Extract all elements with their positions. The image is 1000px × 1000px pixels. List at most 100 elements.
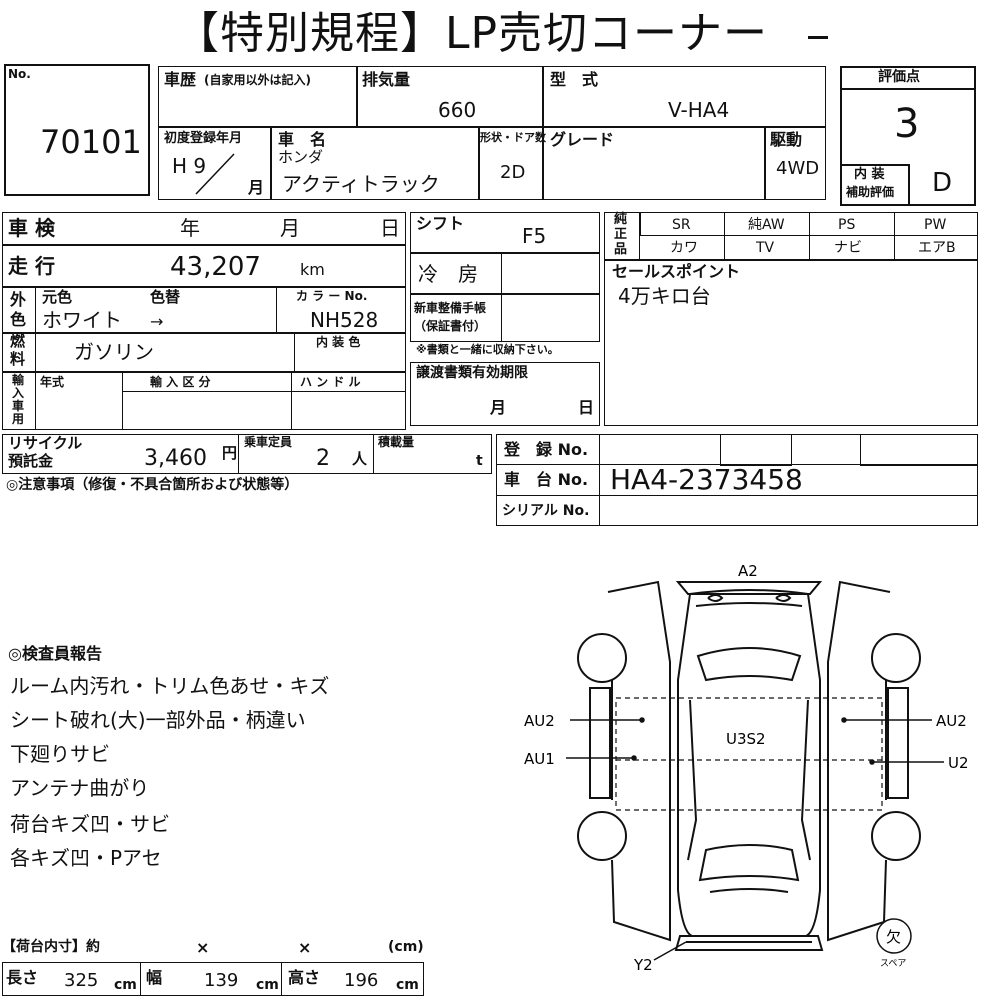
reg-label: 登 録 No.: [504, 440, 589, 459]
chassis-value: HA4-2373458: [610, 463, 803, 496]
import-class-label: 輸 入 区 分: [150, 375, 211, 389]
registration-row-2: [496, 464, 978, 496]
first-reg-month: 月: [248, 178, 265, 197]
transfer-cell: [410, 362, 600, 426]
warranty-label-2: （保証書付）: [414, 319, 487, 333]
number-box: [4, 64, 150, 196]
first-reg-label: 初度登録年月: [164, 131, 243, 146]
shaken-month: 月: [280, 216, 300, 240]
load-unit: t: [476, 453, 483, 469]
displacement-cell: [356, 66, 544, 128]
load-label: 積載量: [378, 435, 415, 449]
score-label: 評価点: [878, 69, 920, 85]
reg-sub-2: [860, 434, 978, 466]
history-cell: [158, 66, 358, 128]
sales-point-value: 4万キロ台: [618, 284, 711, 308]
no-label: No.: [8, 67, 31, 81]
import-side: [2, 372, 36, 430]
diagram-label-right-lower: U2: [948, 754, 969, 772]
equipment-side: [604, 212, 640, 260]
vehicle-diagram: A2 AU2 AU1 AU2 U2 U3S2 Y2 欠 スペア: [524, 562, 969, 974]
equipment-col-2: [724, 212, 810, 260]
history-label: 車歴: [164, 70, 197, 89]
aircon-label: 冷 房: [418, 262, 478, 286]
color-no-label: カ ラ ー No.: [296, 289, 368, 303]
equipment-col-4: [894, 212, 978, 260]
shape-label: 形状・ドア数: [480, 131, 546, 144]
equipment-name-1: SR: [672, 217, 691, 233]
shift-label: シフト: [416, 214, 465, 233]
inspector-title: ◎検査員報告: [8, 644, 102, 663]
displacement-value: 660: [438, 98, 477, 122]
score-value: 3: [894, 101, 920, 147]
fuel-side-1: 燃: [10, 332, 26, 350]
diagram-label-right-upper: AU2: [936, 712, 967, 730]
capacity-value: 2: [316, 446, 330, 471]
drive-label: 駆動: [770, 130, 803, 149]
car-name-cell: [270, 126, 480, 200]
fuel-value: ガソリン: [74, 340, 154, 364]
fuel-side: [2, 332, 36, 372]
shaken-day: 日: [380, 216, 400, 240]
chassis-label: 車 台 No.: [504, 470, 589, 489]
cargo-width-label: 幅: [146, 968, 163, 987]
interior-value: D: [932, 168, 953, 198]
equipment-value-4: エアB: [918, 240, 956, 256]
diagram-label-top: A2: [738, 562, 758, 580]
warranty-note: ※書類と一緒に収納下さい。: [416, 343, 559, 356]
shaken-year: 年: [180, 216, 200, 240]
fuel-side-2: 料: [10, 350, 26, 368]
handle-label: ハ ン ド ル: [300, 375, 361, 389]
sales-point-label: セールスポイント: [612, 262, 741, 281]
inspector-line-4: アンテナ曲がり: [10, 776, 150, 800]
cargo-width-value: 139: [204, 970, 239, 991]
warranty-label-cell: [410, 294, 502, 342]
cargo-length-label: 長さ: [6, 968, 39, 987]
inspector-line-1: ルーム内汚れ・トリム色あせ・キズ: [10, 674, 330, 698]
shaken-label: 車 検: [8, 216, 55, 240]
inspector-line-6: 各キズ凹・Pアセ: [10, 846, 162, 870]
grade-label: グレード: [550, 130, 615, 149]
capacity-label: 乗車定員: [244, 435, 293, 449]
interior-label-1: 内 装: [854, 167, 885, 182]
transfer-day: 日: [578, 398, 595, 417]
no-value: 70101: [40, 123, 142, 161]
recycle-value: 3,460: [144, 446, 207, 471]
color-change-label: 色替: [150, 288, 181, 306]
interior-label-2: 補助評価: [846, 185, 895, 199]
displacement-label: 排気量: [362, 70, 411, 89]
cargo-length-unit: cm: [114, 977, 137, 993]
grade-cell: [542, 126, 766, 200]
orig-color-label: 元色: [42, 288, 73, 306]
shaken-row: [2, 212, 406, 246]
cargo-title: 【荷台内寸】約: [2, 939, 100, 955]
transfer-label: 譲渡書類有効期限: [416, 365, 528, 381]
spare-tire-glyph: 欠: [886, 928, 901, 946]
model-cell: [542, 66, 826, 128]
mileage-unit: km: [300, 260, 325, 279]
equipment-value-2: TV: [756, 240, 775, 256]
equipment-name-3: PS: [838, 217, 856, 233]
page-title: 【特別規程】LP売切コーナー: [175, 8, 769, 59]
drive-cell: [764, 126, 826, 200]
equipment-name-2: 純AW: [748, 217, 785, 233]
cargo-height-value: 196: [344, 970, 379, 991]
interior-label-cell: [840, 164, 910, 206]
interior-color-label: 内 装 色: [316, 335, 361, 349]
color-side-1: 外: [10, 290, 27, 309]
equipment-name-4: PW: [924, 217, 947, 233]
cargo-width-unit: cm: [256, 977, 279, 993]
recycle-label-2: 預託金: [8, 452, 54, 470]
model-value: V-HA4: [668, 98, 730, 122]
shape-value: 2D: [500, 162, 526, 183]
maker: ホンダ: [278, 148, 324, 166]
serial-label: シリアル No.: [502, 503, 590, 519]
model-label: 型 式: [550, 70, 599, 89]
equipment-value-3: ナビ: [834, 240, 862, 256]
color-side-2: 色: [10, 310, 27, 329]
equipment-value-1: カワ: [670, 240, 698, 256]
mileage-value: 43,207: [170, 252, 261, 282]
history-note: (自家用以外は記入): [204, 73, 311, 87]
inspector-line-2: シート破れ(大)一部外品・柄違い: [10, 708, 306, 732]
car-name: アクティトラック: [282, 172, 440, 196]
